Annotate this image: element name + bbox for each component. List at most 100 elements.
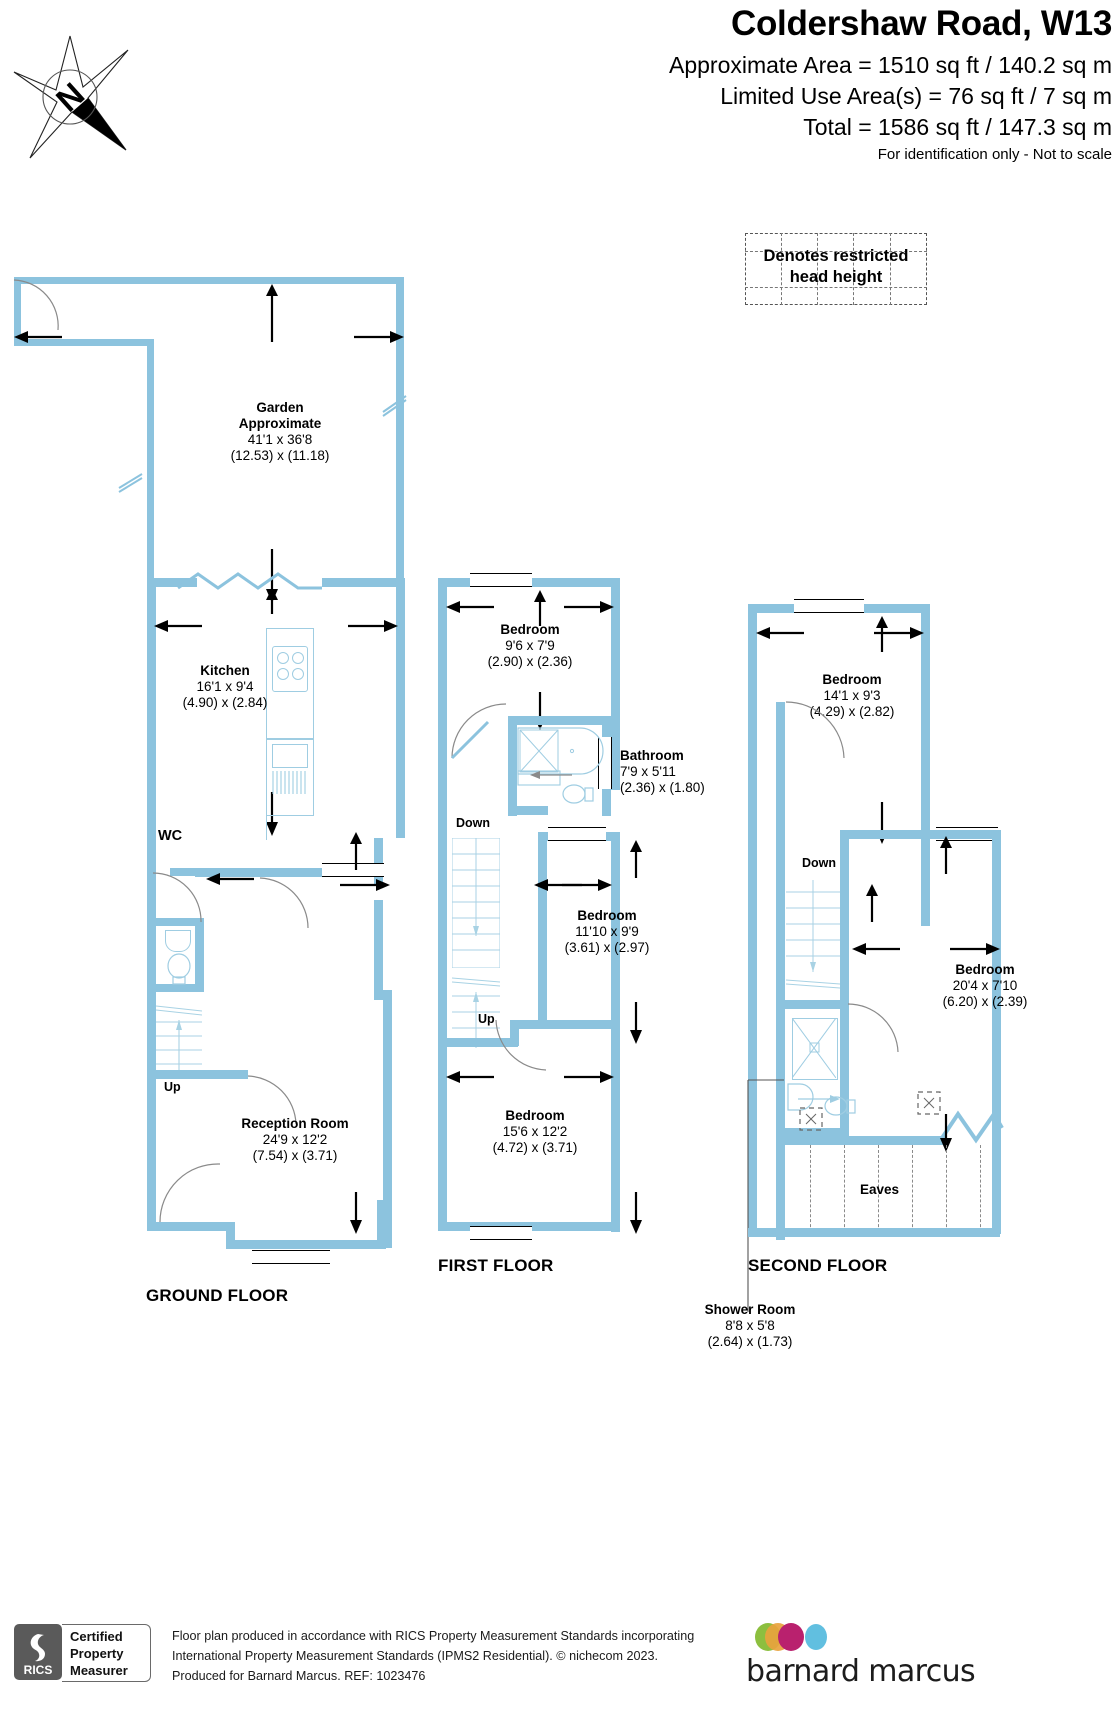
ff-bed1-imperial: 9'6 x 7'9	[505, 638, 555, 653]
ff-bed1-arrow-up	[534, 590, 546, 626]
eaves-label: Eaves	[860, 1182, 900, 1197]
kitchen-dim-arrow-left	[154, 620, 202, 632]
bathroom-door-arrow	[530, 771, 572, 779]
ff-bath-imperial: 7'9 x 5'11	[620, 764, 676, 779]
ff-bed2-metric: (3.61) x (2.97)	[564, 940, 650, 955]
ff-bedroom3-window	[470, 1226, 532, 1240]
front-door-swing	[159, 1163, 221, 1223]
garden-dimension-arrow-up2	[266, 588, 278, 614]
ff-bed3-door-swing	[495, 1019, 547, 1071]
sf-bed1-arrow-up	[876, 616, 888, 652]
ff-bed3-imperial: 15'6 x 12'2	[502, 1124, 568, 1139]
bay-wall-left	[226, 1222, 235, 1248]
reception-wall-right-upper	[374, 838, 383, 884]
page-title: Coldershaw Road, W13	[730, 4, 1112, 43]
hall-dim-arrow-up	[350, 832, 362, 870]
hall-window	[322, 863, 384, 877]
reception-metric: (7.54) x (3.71)	[252, 1148, 338, 1163]
ff-bed3-arrow-left	[446, 1071, 494, 1083]
ff-bedroom3-label: Bedroom 15'6 x 12'2 (4.72) x (3.71)	[460, 1108, 610, 1156]
ff-wall-right-mid	[611, 832, 620, 1032]
ff-bath-wall-right-a	[602, 716, 611, 740]
ff-bath-wall-bottom	[508, 806, 548, 815]
shower-room-name: Shower Room	[704, 1302, 796, 1317]
sf-wall-far-right	[992, 830, 1001, 1234]
wc-toilet-icon	[167, 953, 191, 985]
sf-bed2-arrow-up2	[940, 836, 952, 874]
ff-bedroom1-label: Bedroom 9'6 x 7'9 (2.90) x (2.36)	[452, 622, 608, 670]
ff-bed3-metric: (4.72) x (3.71)	[492, 1140, 578, 1155]
shower-room-leader-line	[747, 1079, 784, 1312]
bathtub-icon	[517, 727, 604, 775]
sf-wall-left-lower	[748, 822, 757, 1234]
legend-grid-line	[745, 287, 927, 288]
legend-grid-line	[745, 251, 927, 252]
sf-eaves-wall-top	[785, 1136, 945, 1145]
sf-wall-bottom	[748, 1228, 1000, 1237]
eaves-dash	[980, 1145, 981, 1237]
ff-bed3-wall-landing	[438, 1038, 518, 1047]
garden-imperial: 41'1 x 36'8	[247, 432, 313, 447]
ff-staircase-up	[452, 977, 500, 1048]
kitchen-imperial: 16'1 x 9'4	[196, 679, 254, 694]
reception-imperial: 24'9 x 12'2	[262, 1132, 328, 1147]
restricted-head-height-legend: Denotes restricted head height	[745, 233, 927, 305]
sf-bed2-wall-top	[840, 830, 930, 839]
sf-bed1-arrow-right	[874, 627, 924, 639]
legend-grid-line	[853, 233, 854, 305]
ff-bed3-name: Bedroom	[505, 1108, 565, 1123]
hob-burner-icon	[277, 668, 289, 680]
kitchen-wall-top-right	[322, 578, 404, 587]
shower-tray-cross	[792, 1018, 836, 1078]
garden-wall-left	[147, 339, 154, 585]
ff-bath-wall-right-b	[602, 786, 611, 816]
garden-dimension-arrow-up	[266, 284, 278, 342]
kitchen-label: Kitchen 16'1 x 9'4 (4.90) x (2.84)	[150, 663, 300, 711]
ff-bed1-arrow-left	[446, 601, 494, 613]
legend-label: Denotes restricted head height	[745, 246, 927, 288]
wc-label: WC	[158, 828, 183, 844]
sf-landing-wall-left	[776, 702, 785, 830]
sf-bed2-arrow-up	[866, 884, 878, 922]
wc-basin-icon	[165, 930, 191, 952]
hall-wall-left	[147, 838, 156, 1078]
ff-bed3-arrow-right	[564, 1071, 614, 1083]
reception-wall-right-lower	[383, 990, 392, 1230]
sf-shower-wall-top	[785, 1000, 849, 1009]
disclaimer-text: For identification only - Not to scale	[877, 146, 1112, 163]
legend-grid-line	[890, 233, 891, 305]
bay-window	[252, 1250, 330, 1264]
footer-line-2: International Property Measurement Stand…	[172, 1649, 658, 1663]
reception-wall-top-left	[156, 1070, 248, 1079]
eaves-dash	[844, 1145, 845, 1237]
ff-bedroom2-label: Bedroom 11'10 x 9'9 (3.61) x (2.97)	[532, 908, 682, 956]
barnard-marcus-logo-mark	[748, 1622, 958, 1652]
legend-grid-line	[781, 233, 782, 305]
ground-floor-plan: Garden Approximate 41'1 x 36'8 (12.53) x…	[0, 0, 440, 1320]
garden-label: Garden Approximate 41'1 x 36'8 (12.53) x…	[170, 400, 390, 464]
ff-bed2-arrow-right	[562, 879, 612, 891]
second-floor-plan: Bedroom 14'1 x 9'3 (4.29) x (2.82) Down	[740, 0, 1030, 1312]
sf-stair-wall-left	[776, 822, 785, 1008]
kitchen-radiator-icon	[272, 771, 306, 794]
first-floor-plan: Bedroom 9'6 x 7'9 (2.90) x (2.36) Bathro…	[430, 0, 720, 1300]
sf-shower-wall-right	[840, 1008, 849, 1138]
reception-wall-step	[374, 990, 392, 999]
first-floor-title: FIRST FLOOR	[438, 1256, 554, 1275]
garden-wall-top	[14, 277, 404, 284]
sf-bed2-imperial: 20'4 x 7'10	[952, 978, 1018, 993]
rics-logo: RICS	[14, 1624, 62, 1680]
sf-bed1-imperial: 14'1 x 9'3	[823, 688, 881, 703]
reception-dim-arrow-right	[340, 879, 390, 891]
footer-line-3: Produced for Barnard Marcus. REF: 102347…	[172, 1669, 426, 1683]
shower-room-label: Shower Room 8'8 x 5'8 (2.64) x (1.73)	[660, 1302, 840, 1350]
kitchen-hob	[272, 646, 308, 692]
ff-wall-right-upper	[611, 578, 620, 790]
cert-line-3: Measurer	[70, 1663, 128, 1678]
ff-bed3-wall-stub	[510, 1020, 519, 1046]
ff-bed2-arrow-down	[630, 1002, 642, 1044]
ff-bath-metric: (2.36) x (1.80)	[620, 780, 705, 795]
kitchen-wall-left	[147, 578, 156, 838]
total-area-text: Total = 1586 sq ft / 147.3 sq m	[803, 114, 1112, 140]
kitchen-name: Kitchen	[200, 663, 250, 678]
